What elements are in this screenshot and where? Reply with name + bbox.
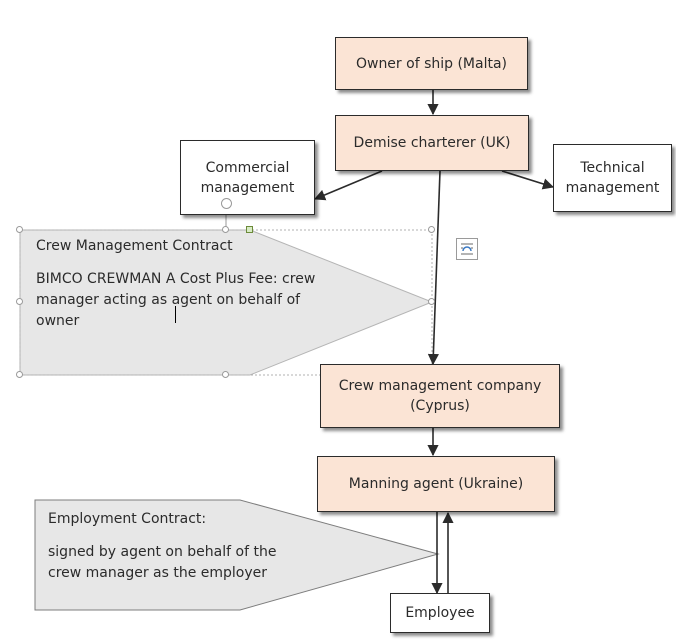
crew-contract-body: BIMCO CREWMAN A Cost Plus Fee: crew mana… (36, 271, 316, 329)
node-owner-label: Owner of ship (Malta) (355, 55, 508, 72)
resize-handle-top-left[interactable] (16, 226, 23, 233)
node-owner-of-ship[interactable]: Owner of ship (Malta) (335, 37, 528, 90)
node-demise-charterer[interactable]: Demise charterer (UK) (335, 115, 529, 171)
resize-handle-middle-right[interactable] (428, 298, 435, 305)
resize-handle-bottom-left[interactable] (16, 371, 23, 378)
node-employee-label: Employee (405, 605, 475, 621)
employment-contract-title: Employment Contract: (48, 511, 207, 527)
resize-handle-top-right[interactable] (428, 226, 435, 233)
employment-contract-text[interactable]: Employment Contract: signed by agent on … (48, 509, 318, 584)
edge-demise-commercial (313, 170, 383, 201)
node-crew-company-label: Crew management company (Cyprus) (338, 378, 542, 414)
node-commercial-label: Commercial management (200, 159, 295, 196)
rotate-handle-icon[interactable] (221, 198, 232, 209)
layout-options-glyph (461, 243, 473, 255)
layout-options-icon[interactable] (456, 238, 478, 260)
node-employee[interactable]: Employee (390, 593, 490, 633)
node-crew-management-company[interactable]: Crew management company (Cyprus) (320, 364, 560, 428)
node-technical-label: Technical management (565, 160, 660, 196)
resize-handle-middle-left[interactable] (16, 298, 23, 305)
adjust-handle[interactable] (246, 226, 253, 233)
employment-contract-body: signed by agent on behalf of the crew ma… (48, 544, 277, 581)
crew-contract-title: Crew Management Contract (36, 238, 233, 254)
text-cursor (175, 306, 176, 323)
node-manning-label: Manning agent (Ukraine) (348, 476, 524, 492)
node-manning-agent[interactable]: Manning agent (Ukraine) (317, 456, 555, 512)
edge-demise-technical (501, 170, 555, 190)
resize-handle-bottom-center[interactable] (222, 371, 229, 378)
employment-contract-callout-shape[interactable] (34, 499, 440, 611)
edge-demise-crew-company (427, 170, 441, 366)
crew-contract-text[interactable]: Crew Management Contract BIMCO CREWMAN A… (36, 236, 336, 332)
resize-handle-top-center[interactable] (222, 226, 229, 233)
node-demise-label: Demise charterer (UK) (353, 135, 511, 151)
node-commercial-management[interactable]: Commercial management (180, 140, 315, 215)
node-technical-management[interactable]: Technical management (553, 144, 672, 212)
